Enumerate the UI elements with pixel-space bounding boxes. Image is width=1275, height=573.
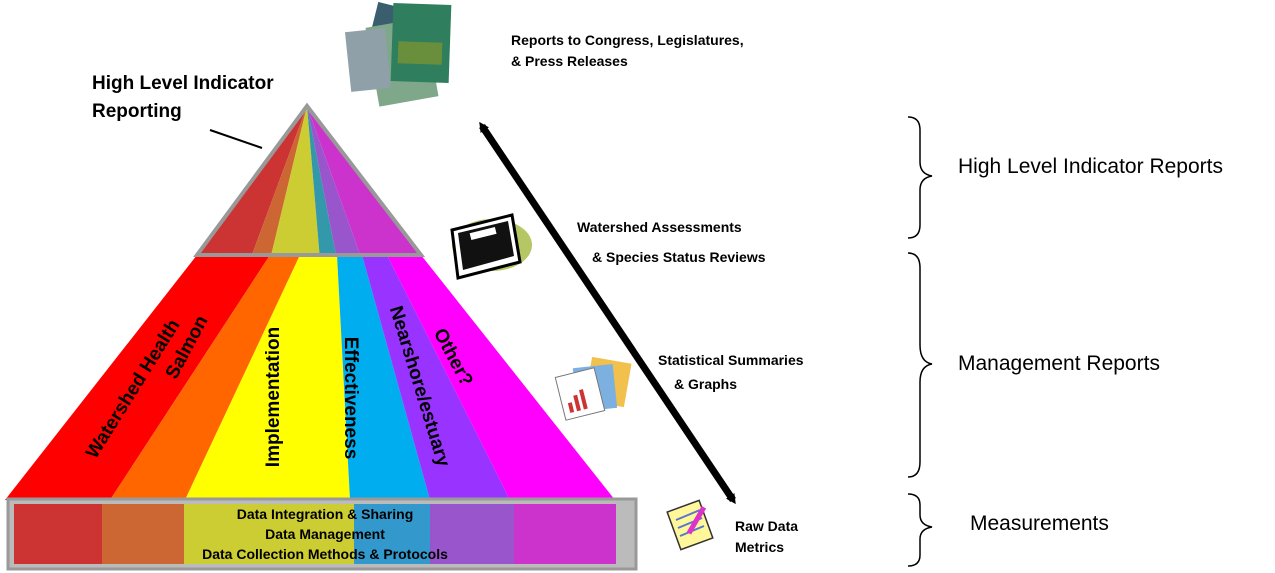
assessments-label: Watershed Assessments & Species Status R… [577,212,766,272]
apex-label: High Level Indicator Reporting [92,70,274,126]
base-line-collection: Data Collection Methods & Protocols [202,546,448,562]
tier-label-measurements: Measurements [970,512,1109,535]
band-implementation [185,255,350,500]
raw-data-label-line1: Raw Data [735,518,799,534]
summaries-label-line2: & Graphs [674,376,738,392]
summaries-label-line1: Statistical Summaries [658,352,804,368]
apex-label-line2: Reporting [92,101,182,122]
report-covers-icon [344,1,452,107]
summaries-label: Statistical Summaries & Graphs [658,348,804,396]
notepad-icon [666,499,714,551]
raw-data-label: Raw Data Metrics [735,516,798,558]
chart-pages-icon [554,356,632,421]
assessments-label-line2: & Species Status Reviews [592,249,766,265]
notebook-icon [450,213,532,280]
band-label-implementation: Implementation [263,327,284,467]
band-effectiveness [337,255,430,500]
assessments-label-line1: Watershed Assessments [577,219,742,235]
tier-label-high-level: High Level Indicator Reports [958,155,1223,178]
brace-measurements [907,493,933,567]
pyramid-base [6,497,638,571]
pyramid-lower [5,255,615,500]
brace-high-level [907,116,933,239]
band-label-effectiveness: Effectiveness [340,337,361,460]
tier-label-management: Management Reports [958,352,1160,375]
reports-label: Reports to Congress, Legislatures, & Pre… [511,30,744,72]
apex-label-line1: High Level Indicator [92,73,274,94]
band-salmon [110,255,300,500]
base-labels: Data Integration & Sharing Data Manageme… [140,504,510,564]
reports-label-line1: Reports to Congress, Legislatures, [511,32,744,48]
raw-data-label-line2: Metrics [735,539,785,555]
base-line-management: Data Management [265,526,385,542]
band-nearshore [362,255,510,500]
brace-management [907,252,933,478]
reporting-arrow [479,121,736,505]
base-line-integration: Data Integration & Sharing [236,506,414,522]
reports-label-line2: & Press Releases [511,53,628,69]
apex-pointer-line [209,129,263,149]
